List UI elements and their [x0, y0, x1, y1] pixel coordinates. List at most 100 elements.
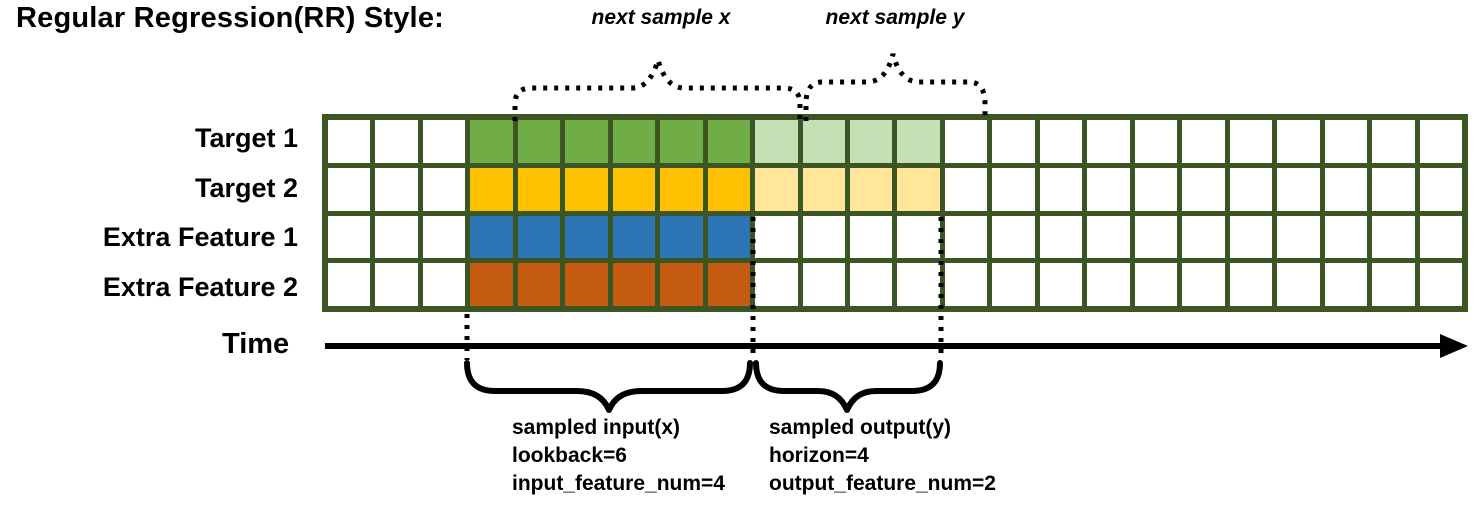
grid-cell [802, 215, 846, 259]
next-sample-y-brace [803, 53, 988, 121]
grid-cell [1229, 120, 1273, 163]
grid-cell [660, 215, 703, 259]
grid-cell [850, 120, 893, 163]
time-axis-label: Time [222, 328, 290, 360]
grid-cell [1134, 120, 1178, 163]
row-label: Target 1 [194, 123, 298, 154]
grid-cell [944, 120, 988, 163]
sample-grid [322, 114, 1468, 312]
grid-cell [422, 120, 466, 163]
grid-cell [1419, 263, 1462, 306]
grid-cell [612, 120, 656, 163]
row-label: Extra Feature 2 [102, 271, 298, 302]
grid-cell [1277, 120, 1320, 163]
grid-cell [1372, 263, 1415, 306]
grid-cell [328, 120, 371, 163]
grid-cell [1182, 263, 1225, 306]
grid-cell [850, 167, 893, 211]
grid-cell [612, 167, 656, 211]
grid-cell [1372, 120, 1415, 163]
grid-cell [992, 167, 1035, 211]
grid-cell [897, 167, 940, 211]
grid-cell [707, 120, 751, 163]
grid-cell [612, 263, 656, 306]
grid-cell [944, 167, 988, 211]
grid-cell [1419, 120, 1462, 163]
input-feature-num-line: input_feature_num=4 [512, 472, 725, 495]
grid-cell [1324, 120, 1368, 163]
grid-cell [992, 263, 1035, 306]
grid-cell [612, 215, 656, 259]
grid-cell [1087, 167, 1130, 211]
grid-cell [470, 167, 513, 211]
grid-cell [470, 215, 513, 259]
grid-cell [707, 263, 751, 306]
sampled-output-annotation: sampled output(y) horizon=4 output_featu… [769, 414, 996, 498]
next-sample-x-brace [512, 50, 803, 121]
grid-cell [1372, 167, 1415, 211]
grid-cell [517, 167, 561, 211]
grid-cell [1277, 167, 1320, 211]
grid-cell [944, 263, 988, 306]
grid-cell [375, 120, 418, 163]
page-title: Regular Regression(RR) Style: [16, 2, 444, 34]
grid-cell [660, 263, 703, 306]
grid-cell [707, 167, 751, 211]
grid-cell [470, 263, 513, 306]
horizon-line: horizon=4 [769, 444, 869, 467]
grid-cell [850, 263, 893, 306]
grid-cell [1324, 215, 1368, 259]
grid-cell [565, 167, 608, 211]
grid-cell [565, 263, 608, 306]
row-label: Target 2 [194, 172, 298, 203]
grid-cell [850, 215, 893, 259]
grid-cell [1134, 167, 1178, 211]
sampled-input-line: sampled input(x) [512, 416, 681, 439]
grid-cell [517, 215, 561, 259]
grid-cell [1372, 215, 1415, 259]
grid-cell [897, 120, 940, 163]
grid-cell [1229, 167, 1273, 211]
grid-cell [1277, 263, 1320, 306]
grid-cell [1182, 120, 1225, 163]
grid-cell [375, 263, 418, 306]
grid-cell [1229, 215, 1273, 259]
sampled-input-brace [464, 360, 753, 413]
sampled-output-brace [753, 360, 943, 413]
row-label: Extra Feature 1 [102, 222, 298, 253]
grid-cell [1039, 215, 1083, 259]
lookback-line: lookback=6 [512, 444, 627, 467]
grid-cell [517, 263, 561, 306]
time-axis-arrowhead [1440, 334, 1468, 358]
row-labels: Target 1 Target 2 Extra Feature 1 Extra Fea… [0, 114, 308, 312]
grid-cell [1087, 120, 1130, 163]
grid-cell [1087, 215, 1130, 259]
grid-cell [755, 263, 798, 306]
grid-cell [328, 263, 371, 306]
grid-cell [1419, 167, 1462, 211]
grid-cell [802, 167, 846, 211]
grid-cell [1277, 215, 1320, 259]
grid-cell [992, 120, 1035, 163]
grid-cell [1229, 263, 1273, 306]
grid-cell [1039, 167, 1083, 211]
grid-cell [755, 215, 798, 259]
grid-cell [1419, 215, 1462, 259]
grid-cell [375, 167, 418, 211]
sampled-input-annotation: sampled input(x) lookback=6 input_featur… [512, 414, 725, 498]
grid-cell [755, 167, 798, 211]
grid-cell [1039, 263, 1083, 306]
grid-cell [1087, 263, 1130, 306]
next-sample-y-label: next sample y [825, 6, 965, 29]
grid-cell [1182, 215, 1225, 259]
grid-cell [755, 120, 798, 163]
grid-cell [1324, 263, 1368, 306]
grid-cell [707, 215, 751, 259]
grid-cell [944, 215, 988, 259]
sampled-output-line: sampled output(y) [769, 416, 951, 439]
grid-cell [1039, 120, 1083, 163]
grid-cell [897, 215, 940, 259]
grid-cell [328, 215, 371, 259]
grid-cell [660, 120, 703, 163]
